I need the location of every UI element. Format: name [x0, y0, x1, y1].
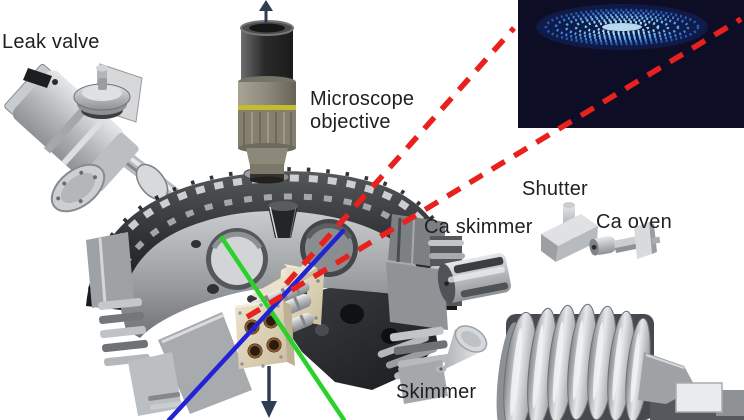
- shutter-illustration: [541, 202, 598, 262]
- oven-assembly-illustration: [496, 303, 744, 420]
- ca-skimmer-label: Ca skimmer: [424, 216, 533, 238]
- blue-laser-beam: [166, 228, 346, 420]
- ca-oven-illustration: [589, 222, 661, 259]
- leak-valve-label: Leak valve: [2, 31, 100, 53]
- skimmer-label: Skimmer: [396, 381, 477, 403]
- microscope-objective-illustration: [238, 20, 296, 184]
- ca-skimmer-illustration: [437, 253, 511, 304]
- microscope-objective-label: Microscope objective: [310, 88, 415, 134]
- imaging-path-dashed-line-upper: [283, 26, 517, 286]
- ca-oven-label: Ca oven: [596, 211, 672, 233]
- up-arrow-icon: [259, 0, 273, 24]
- leak-valve-illustration: [4, 63, 240, 249]
- green-laser-beam: [219, 235, 347, 420]
- ion-crystal-inset: [518, 0, 744, 128]
- shutter-label: Shutter: [522, 178, 588, 200]
- skimmer-illustration: [435, 325, 488, 373]
- down-arrow-icon: [261, 366, 277, 418]
- imaging-path-dashed-line-lower: [245, 16, 743, 320]
